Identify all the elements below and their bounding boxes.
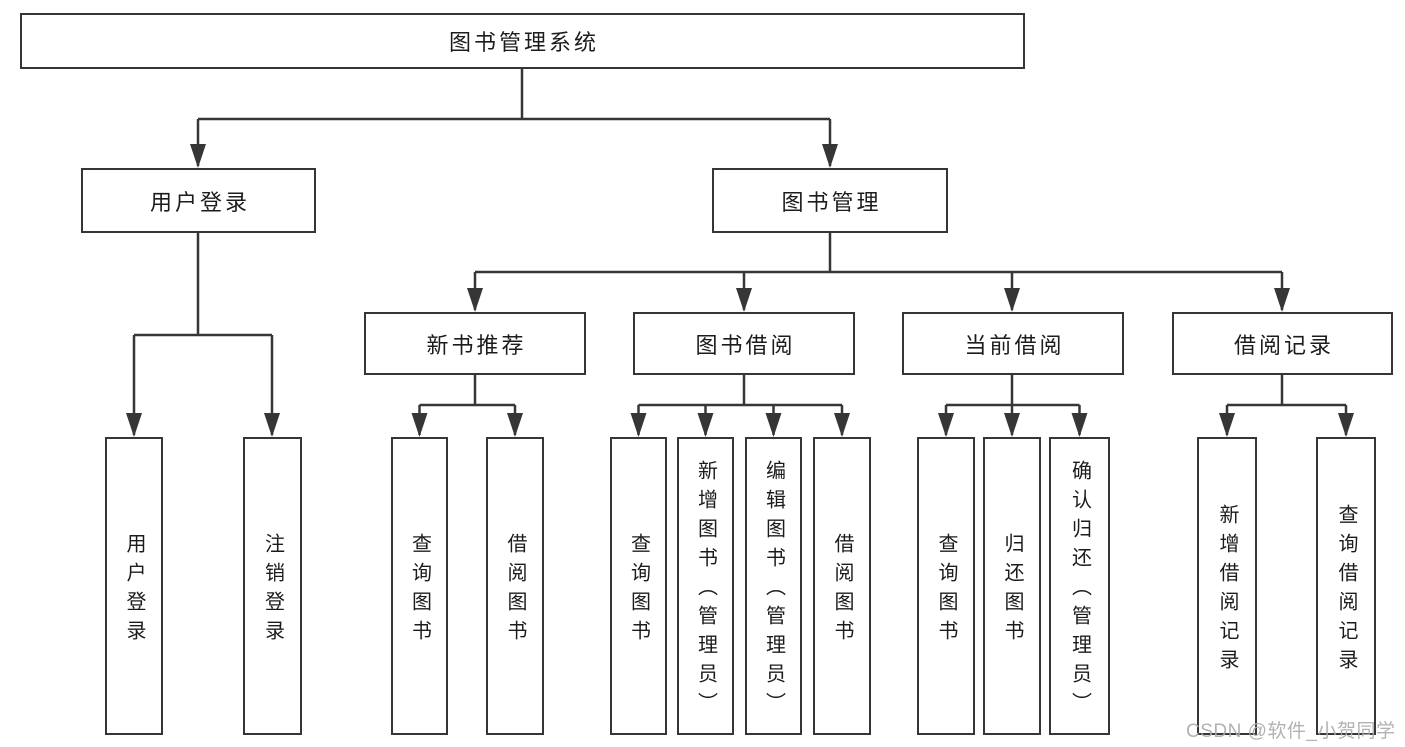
leaf-current-return-books: 归还图书 xyxy=(983,437,1041,735)
leaf-current-confirm-return-admin: 确认归还（管理员） xyxy=(1049,437,1110,735)
leaf-borrowing-query-books: 查询图书 xyxy=(610,437,667,735)
leaf-logout-login: 注销登录 xyxy=(243,437,302,735)
node-current-borrowing: 当前借阅 xyxy=(902,312,1124,375)
leaf-recommend-query-books: 查询图书 xyxy=(391,437,448,735)
node-new-book-recommend: 新书推荐 xyxy=(364,312,586,375)
leaf-user-login: 用户登录 xyxy=(105,437,163,735)
node-book-borrowing: 图书借阅 xyxy=(633,312,855,375)
leaf-borrowing-edit-books-admin: 编辑图书（管理员） xyxy=(745,437,802,735)
leaf-records-add-borrow-record: 新增借阅记录 xyxy=(1197,437,1257,735)
node-book-management: 图书管理 xyxy=(712,168,948,233)
csdn-watermark: CSDN @软件_小贺同学 xyxy=(1186,721,1396,742)
node-borrowing-records: 借阅记录 xyxy=(1172,312,1393,375)
leaf-borrowing-add-books-admin: 新增图书（管理员） xyxy=(677,437,734,735)
leaf-current-query-books: 查询图书 xyxy=(917,437,975,735)
leaf-recommend-borrow-books: 借阅图书 xyxy=(486,437,544,735)
leaf-records-query-borrow-record: 查询借阅记录 xyxy=(1316,437,1376,735)
node-user-login: 用户登录 xyxy=(81,168,316,233)
node-root-system: 图书管理系统 xyxy=(20,13,1025,69)
leaf-borrowing-borrow-books: 借阅图书 xyxy=(813,437,871,735)
